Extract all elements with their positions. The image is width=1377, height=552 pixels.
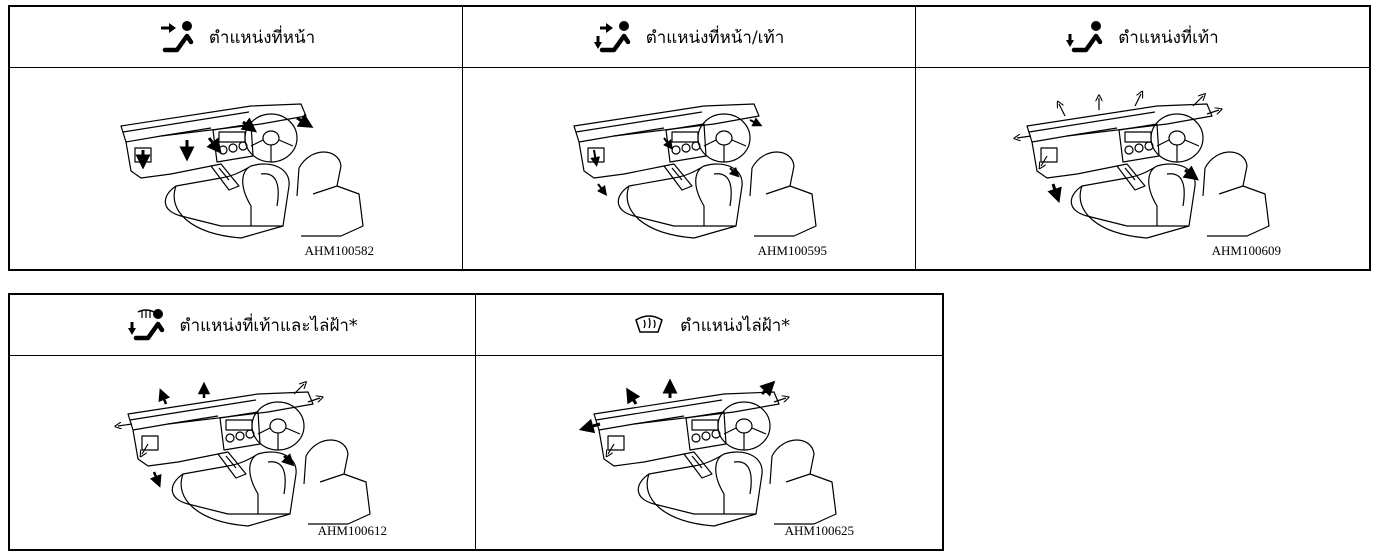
table-header-row: ตำแหน่งที่หน้า ตำแหน่งที่หน้า/เท้า — [10, 7, 1369, 68]
table-header-row: ตำแหน่งที่เท้าและไล่ฝ้า* ตำแหน่งไล่ฝ้า* — [10, 295, 942, 356]
figure-code: AHM100625 — [784, 523, 854, 538]
figure-code: AHM100609 — [1211, 243, 1281, 258]
mode-label: ตำแหน่งที่เท้าและไล่ฝ้า* — [179, 315, 358, 336]
illustration-cell-defrost: AHM100625 — [476, 356, 942, 549]
figure-code: AHM100582 — [304, 243, 374, 258]
figure-code: AHM100612 — [317, 523, 387, 538]
mode-label: ตำแหน่งที่หน้า/เท้า — [645, 27, 785, 48]
cabin-illustration — [101, 76, 371, 248]
header-cell-defrost: ตำแหน่งไล่ฝ้า* — [476, 295, 942, 355]
table-body-row: AHM100612 AHM100625 — [10, 356, 942, 549]
illustration-cell-face-foot: AHM100595 — [463, 68, 916, 269]
cabin-illustration — [574, 364, 844, 536]
cabin-illustration — [108, 364, 378, 536]
mode-label: ตำแหน่งที่เท้า — [1118, 27, 1219, 48]
face-vent-mode-icon — [157, 20, 199, 54]
mode-label: ตำแหน่งไล่ฝ้า* — [680, 315, 790, 336]
cabin-illustration — [554, 76, 824, 248]
illustration-cell-face: AHM100582 — [10, 68, 463, 269]
mode-label: ตำแหน่งที่หน้า — [208, 27, 316, 48]
illustration-cell-foot-defrost: AHM100612 — [10, 356, 476, 549]
table-body-row: AHM100582 AHM100595 — [10, 68, 1369, 269]
illustration-cell-foot: AHM100609 — [916, 68, 1369, 269]
cabin-illustration — [1007, 76, 1277, 248]
defrost-mode-icon — [628, 308, 670, 342]
foot-defrost-mode-icon — [127, 308, 170, 342]
header-cell-foot: ตำแหน่งที่เท้า — [916, 7, 1369, 67]
header-cell-face-foot: ตำแหน่งที่หน้า/เท้า — [463, 7, 916, 67]
foot-mode-icon — [1066, 20, 1108, 54]
header-cell-foot-defrost: ตำแหน่งที่เท้าและไล่ฝ้า* — [10, 295, 476, 355]
bi-level-mode-icon — [593, 20, 636, 54]
header-cell-face: ตำแหน่งที่หน้า — [10, 7, 463, 67]
airflow-table-top: ตำแหน่งที่หน้า ตำแหน่งที่หน้า/เท้า — [8, 5, 1371, 271]
airflow-table-bottom: ตำแหน่งที่เท้าและไล่ฝ้า* ตำแหน่งไล่ฝ้า* — [8, 293, 944, 551]
figure-code: AHM100595 — [757, 243, 827, 258]
